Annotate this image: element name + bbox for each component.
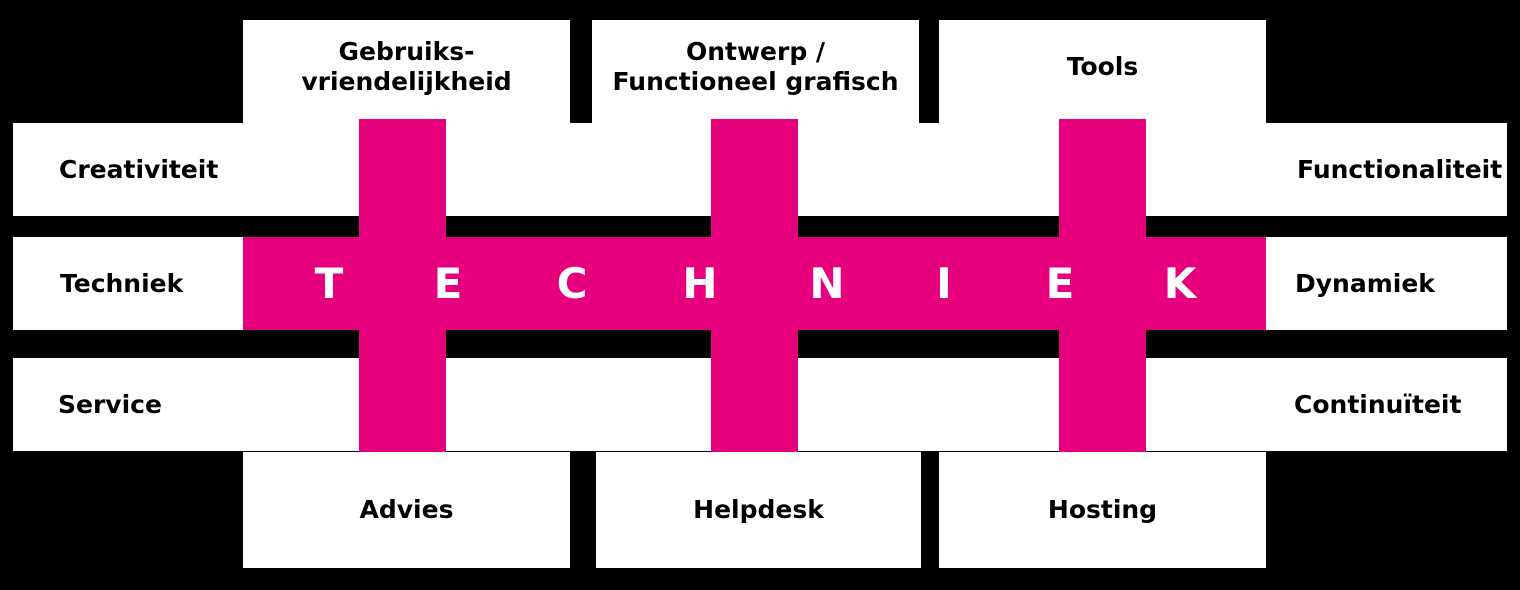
bottom-box-label: Advies <box>359 495 454 524</box>
top-box-line: Gebruiks- <box>338 36 475 66</box>
row-box-left-service: Service <box>13 358 344 451</box>
top-box-line: Functioneel grafisch <box>612 66 899 96</box>
bottom-box-label: Hosting <box>1047 495 1158 524</box>
bottom-box-label: Helpdesk <box>693 495 824 524</box>
row-box-right-continuiteit: Continuïteit <box>1144 358 1507 451</box>
vertical-bar-2 <box>711 119 798 452</box>
row-label: Service <box>58 389 162 419</box>
row-label: Techniek <box>60 268 184 298</box>
top-box-line: Ontwerp / <box>685 36 826 66</box>
banner-letter: C <box>556 259 588 308</box>
row-label: Functionaliteit <box>1297 154 1503 184</box>
row-box-right-functionaliteit: Functionaliteit <box>1144 123 1507 216</box>
row-box-right-dynamiek: Dynamiek <box>1266 237 1507 330</box>
banner-letter: I <box>936 259 952 308</box>
vertical-bar-1 <box>359 119 446 452</box>
top-box-tools: Tools <box>939 20 1266 125</box>
banner-letter: T <box>314 259 344 308</box>
row-label: Continuïteit <box>1294 389 1462 419</box>
bottom-box-hosting: Hosting <box>939 452 1266 568</box>
banner-letter: N <box>809 259 845 308</box>
row-label: Creativiteit <box>59 154 219 184</box>
row-box-left-techniek: Techniek <box>13 237 243 330</box>
banner-letter: K <box>1163 259 1197 308</box>
banner-letter: E <box>433 259 463 308</box>
top-box-gebruiksvriendelijkheid: Gebruiks- vriendelijkheid <box>243 20 570 125</box>
row-box-left-creativiteit: Creativiteit <box>13 123 344 216</box>
bottom-box-advies: Advies <box>243 452 570 568</box>
row-label: Dynamiek <box>1295 268 1435 298</box>
top-box-line: vriendelijkheid <box>301 66 512 96</box>
top-box-ontwerp: Ontwerp / Functioneel grafisch <box>592 20 919 125</box>
vertical-bar-3 <box>1059 119 1146 452</box>
top-box-line: Tools <box>1066 51 1139 81</box>
bottom-box-helpdesk: Helpdesk <box>596 452 921 568</box>
banner-letter: E <box>1045 259 1075 308</box>
banner-letter: H <box>682 259 718 308</box>
